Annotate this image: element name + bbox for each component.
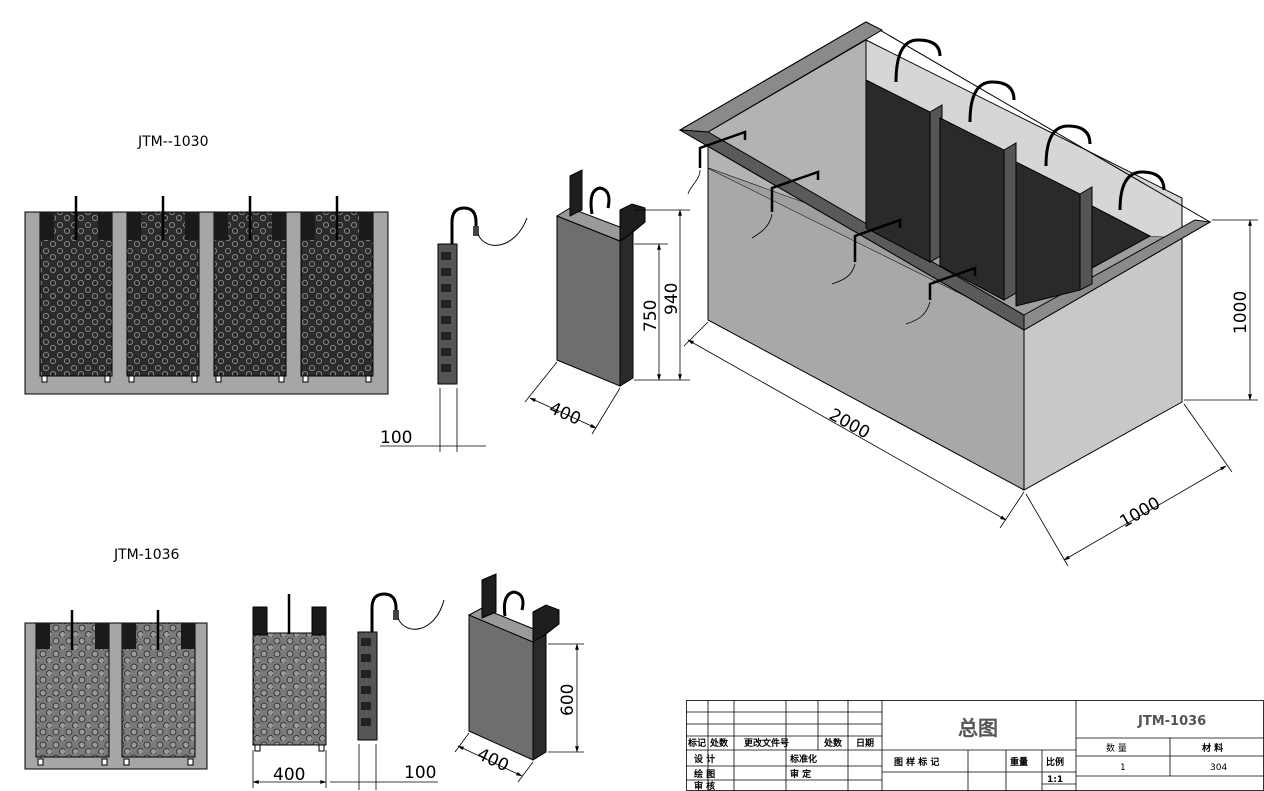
bag-iso-view-top: 750 940 400 [524,169,690,435]
dim-bag-iso-width-bottom: 400 [474,744,512,776]
tb-standard: 标准化 [789,753,817,765]
tank-front-view-top [24,196,389,395]
tb-material-value: 304 [1210,763,1227,773]
tb-material-label: 材 料 [1201,742,1223,754]
tb-header-docno: 更改文件号 [744,737,789,749]
tb-weight: 重量 [1010,756,1028,768]
dim-side-width-bottom: 100 [404,763,436,783]
tb-check: 审 核 [694,780,715,791]
bag-side-view-bottom: 100 [330,592,445,790]
tb-stage-mark: 图 样 标 记 [894,756,939,768]
rim-hooks [698,130,977,300]
anode-bag-1 [39,196,113,383]
tb-review: 审 定 [790,768,812,780]
tb-header-count: 处数 [709,737,729,749]
tank-bag-2 [939,80,1017,301]
anode-bag-4 [300,196,374,383]
dim-bag-height-bottom: 600 [558,684,578,716]
dim-bag-width-bottom: 400 [273,765,305,785]
bag-iso-view-bottom: 600 400 [454,573,584,783]
dim-bag-width-top: 400 [546,398,584,429]
bag-side-view-top: 100 [380,206,528,452]
tb-header-count2: 处数 [823,737,843,749]
tb-design: 设 计 [694,753,715,765]
tank-bag-1 [865,38,943,263]
dim-bag-height-inner: 750 [641,300,661,332]
anode-bag-2 [126,196,200,383]
dim-side-width-top: 100 [380,428,412,448]
bag-front-view-bottom: 400 [252,594,327,788]
tb-header-date: 日期 [856,737,874,749]
tb-scale-label: 比例 [1046,756,1064,768]
anode-bag-b2 [121,610,196,766]
anode-bag-b1 [35,610,110,766]
title-block: 标记 处数 更改文件号 处数 日期 设 计 标准化 绘 图 审 定 审 核 总图… [686,700,1264,791]
tb-header-mark: 标记 [687,737,706,749]
dim-tank-length: 2000 [826,405,874,443]
tank-iso-view: 2000 1000 1000 [678,21,1258,567]
tb-draw: 绘 图 [694,768,715,780]
dim-tank-height: 1000 [1231,291,1251,334]
model-label-top: JTM--1030 [137,134,209,150]
tb-title: 总图 [958,716,998,740]
dim-tank-width: 1000 [1117,493,1164,532]
tb-qty-value: 1 [1120,763,1126,773]
tb-qty-label: 数 量 [1106,742,1127,754]
model-label-bottom: JTM-1036 [113,547,180,563]
dim-bag-height-outer: 940 [662,283,682,315]
tank-bag-3 [1015,124,1093,307]
anode-bag-3 [213,196,287,383]
tank-front-view-bottom [24,610,208,770]
tb-drawing-no: JTM-1036 [1137,714,1206,729]
tb-scale-value: 1:1 [1047,775,1063,785]
tank-bag-4 [1091,170,1166,269]
